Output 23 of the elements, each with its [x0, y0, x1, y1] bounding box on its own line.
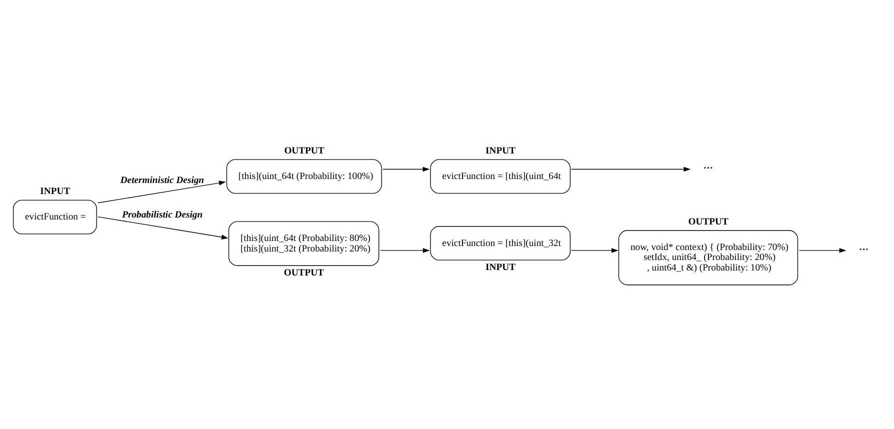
edge-label: Deterministic Design	[120, 174, 204, 186]
arrow	[570, 166, 691, 172]
node-box: [this](uint_64t (Probability: 100%)	[226, 158, 382, 194]
node-box: evictFunction =	[12, 199, 97, 234]
edge-label: Probabilistic Design	[122, 209, 203, 220]
node-label: OUTPUT	[284, 145, 324, 156]
node-box: [this](uint_64t (Probability: 80%) [this](uint_32t (Probability: 20%)	[228, 220, 380, 266]
node-box: evictFunction = [this](uint_64t	[430, 158, 571, 194]
node-label: INPUT	[486, 261, 516, 272]
arrow	[382, 166, 430, 172]
node-box: evictFunction = [this](uint_32t	[430, 226, 571, 260]
node-text: ···	[703, 162, 714, 174]
node-box: now, void* context) { (Probability: 70%) setIdx, unit64_ (Probability: 20%) , uint64_t &) (Probability: 10%)	[618, 230, 798, 285]
node-label: OUTPUT	[284, 266, 324, 278]
arrow	[798, 248, 846, 252]
arrow	[98, 180, 226, 203]
arrow	[570, 248, 618, 252]
node-label: OUTPUT	[688, 216, 728, 227]
node-text: ···	[858, 244, 869, 255]
node-label: INPUT	[40, 186, 70, 197]
arrow	[98, 216, 228, 239]
node-label: INPUT	[486, 145, 516, 156]
arrow	[380, 248, 430, 252]
